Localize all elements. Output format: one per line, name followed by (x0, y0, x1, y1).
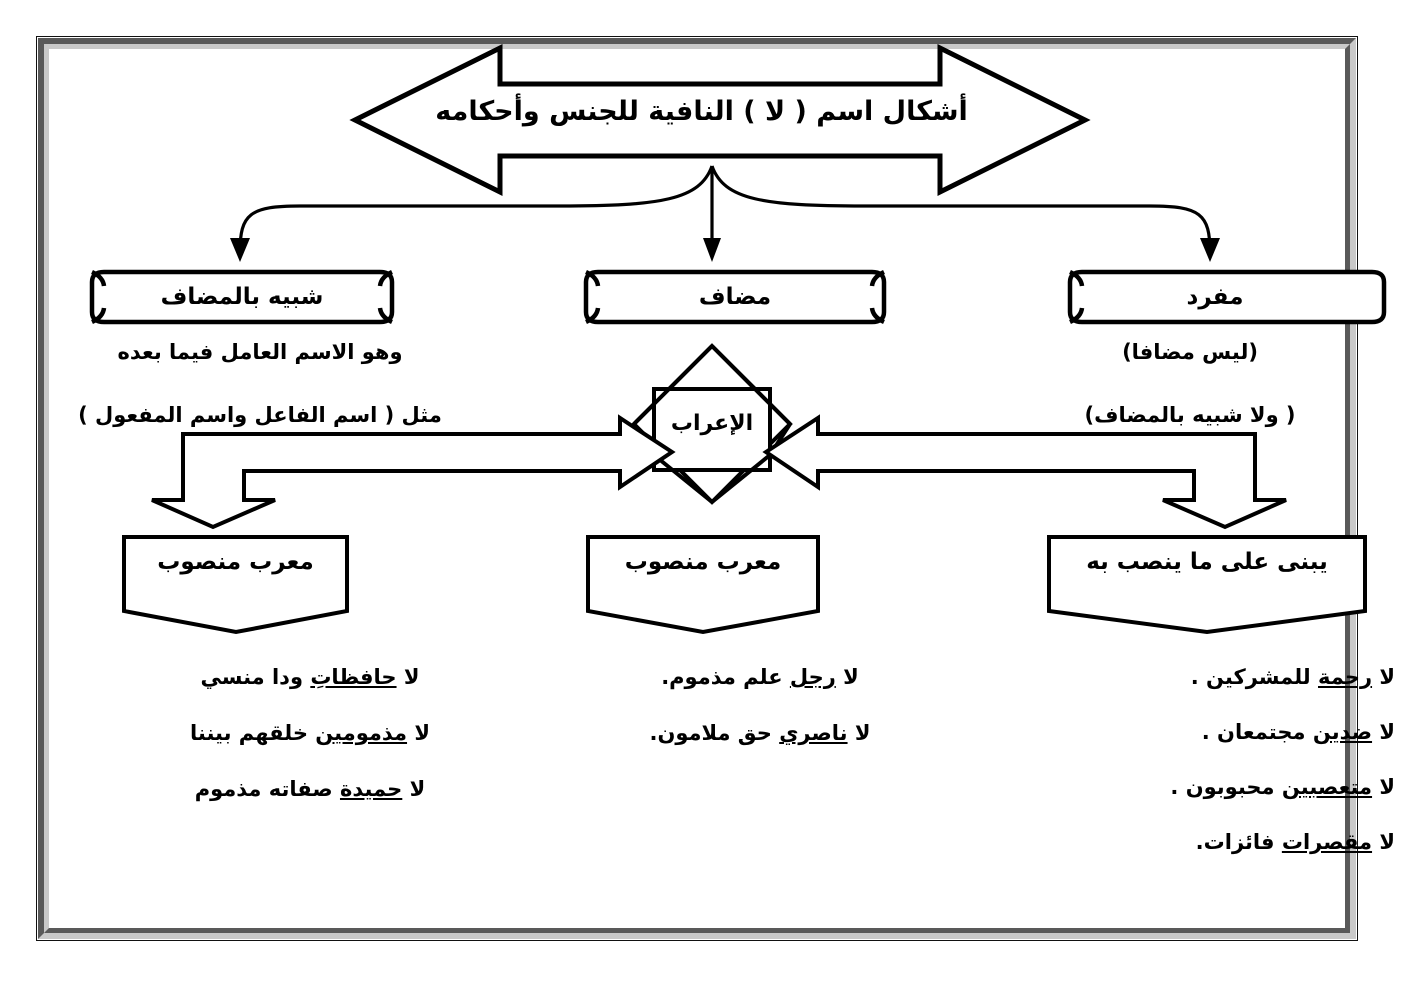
example-underlined: رحمة (1318, 665, 1373, 689)
example-prefix: لا (402, 777, 426, 801)
example-underlined: حميدة (339, 777, 403, 801)
examples-mudaf: لا رجل علم مذموم. لا ناصري حق ملامون. (570, 665, 950, 745)
example-item: لا مقصرات فائزات. (1020, 830, 1395, 854)
example-prefix: لا (1372, 665, 1395, 689)
example-prefix: لا (847, 721, 871, 745)
example-underlined: مقصرات (1281, 830, 1373, 854)
example-item: لا رجل علم مذموم. (570, 665, 950, 689)
examples-mufrad: لا رحمة للمشركين . لا ضدين مجتمعان . لا … (1020, 665, 1395, 854)
example-suffix: ودا منسي (200, 665, 311, 689)
star-label-iraab: الإعراب (670, 411, 754, 436)
example-item: لا حميدة صفاته مذموم (110, 777, 510, 801)
example-suffix: مجتمعان . (1201, 720, 1313, 744)
ruling-label-shabih: معرب منصوب (157, 549, 314, 575)
page-frame-outer (38, 38, 1356, 939)
desc-shabih-2: مثل ( اسم الفاعل واسم المفعول ) (78, 403, 442, 427)
node-label-mufrad: مفرد (1186, 284, 1244, 310)
example-underlined: حافظاتِ (310, 665, 397, 689)
example-item: لا رحمة للمشركين . (1020, 665, 1395, 689)
example-item: لا ضدين مجتمعان . (1020, 720, 1395, 744)
example-suffix: للمشركين . (1190, 665, 1318, 689)
example-item: لا متعصبين محبوبون . (1020, 775, 1395, 799)
ruling-label-mufrad: يبنى على ما ينصب به (1086, 549, 1328, 575)
example-underlined: ضدين (1312, 720, 1373, 744)
desc-mufrad-2: ( ولا شبيه بالمضاف) (1084, 403, 1296, 427)
example-suffix: صفاته مذموم (194, 777, 340, 801)
example-prefix: لا (407, 721, 430, 745)
example-underlined: متعصبين (1281, 775, 1373, 799)
example-prefix: لا (396, 665, 420, 689)
example-underlined: ناصري (779, 721, 848, 745)
example-suffix: محبوبون . (1170, 775, 1282, 799)
example-suffix: حق ملامون. (649, 721, 780, 745)
node-label-mudaf: مضاف (698, 284, 772, 310)
example-suffix: خلقهم بيننا (190, 721, 316, 745)
example-item: لا مذمومين خلقهم بيننا (110, 721, 510, 745)
example-prefix: لا (1372, 830, 1395, 854)
example-suffix: علم مذموم. (661, 665, 790, 689)
example-prefix: لا (1372, 720, 1395, 744)
example-prefix: لا (1372, 775, 1395, 799)
examples-shabih: لا حافظاتِ ودا منسي لا مذمومين خلقهم بين… (110, 665, 510, 801)
node-label-shabih: شبيه بالمضاف (160, 284, 324, 310)
page-title: أشكال اسم ( لا ) النافية للجنس وأحكامه (435, 96, 968, 127)
desc-shabih-1: وهو الاسم العامل فيما بعده (117, 340, 403, 364)
desc-mufrad-1: (ليس مضافا) (1122, 340, 1258, 364)
example-item: لا ناصري حق ملامون. (570, 721, 950, 745)
ruling-label-mudaf: معرب منصوب (624, 549, 782, 575)
example-suffix: فائزات. (1195, 830, 1282, 854)
example-item: لا حافظاتِ ودا منسي (110, 665, 510, 689)
example-underlined: مذمومين (315, 721, 408, 745)
example-prefix: لا (835, 665, 859, 689)
example-underlined: رجل (789, 665, 836, 689)
